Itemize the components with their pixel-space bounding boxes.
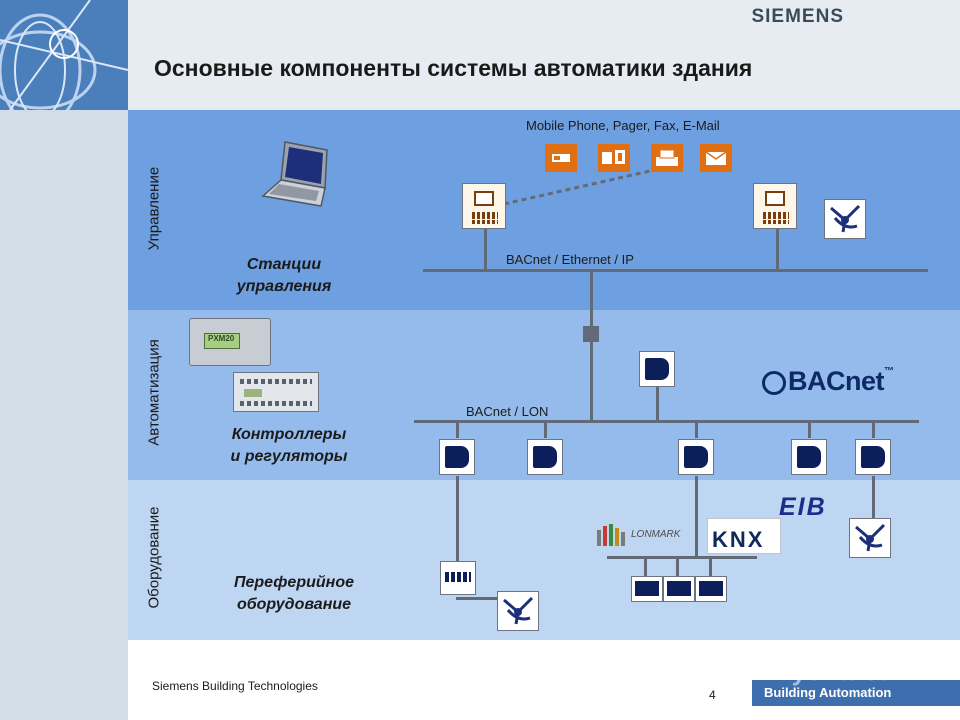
controller-icon bbox=[527, 439, 563, 475]
room-controller-device: PXM20 bbox=[189, 318, 271, 366]
field-device-icon bbox=[631, 576, 663, 602]
level-label-management: Управление bbox=[145, 166, 163, 251]
band-field bbox=[128, 480, 960, 640]
footer-bar bbox=[752, 680, 960, 706]
bus-field bbox=[607, 556, 757, 559]
workstation-icon bbox=[753, 183, 797, 229]
bus-label-bacnet-lon: BACnet / LON bbox=[466, 404, 549, 419]
controller-icon bbox=[791, 439, 827, 475]
controller-icon bbox=[439, 439, 475, 475]
watermark: MyShared bbox=[770, 656, 895, 686]
band-management bbox=[128, 110, 960, 310]
controller-label: PXM20 bbox=[208, 334, 235, 343]
lonmark-logo: LONMARK bbox=[595, 520, 687, 550]
knx-logo: KNX bbox=[707, 518, 781, 554]
valve-icon bbox=[849, 518, 891, 558]
page-number: 4 bbox=[709, 688, 716, 702]
bus-label-bacnet-ip: BACnet / Ethernet / IP bbox=[506, 252, 634, 267]
notification-label: Mobile Phone, Pager, Fax, E-Mail bbox=[526, 118, 720, 133]
left-sidebar bbox=[0, 0, 128, 720]
level-label-field: Оборудование bbox=[145, 506, 163, 609]
router-icon bbox=[583, 326, 599, 342]
notification-link bbox=[503, 164, 673, 206]
fax-icon bbox=[651, 144, 683, 172]
component-title-peripheral: Переферийное оборудование bbox=[234, 574, 354, 613]
controller-icon bbox=[855, 439, 891, 475]
io-module-device bbox=[233, 372, 319, 412]
component-title-stations: Станции управления bbox=[236, 256, 332, 295]
footer-product-line: Building Automation bbox=[764, 685, 892, 700]
controller-icon bbox=[639, 351, 675, 387]
bus-bacnet-lon bbox=[414, 420, 919, 423]
field-device-icon bbox=[663, 576, 695, 602]
bacnet-logo: BACnet™ bbox=[762, 366, 894, 397]
io-module-icon bbox=[440, 561, 476, 595]
controller-display bbox=[204, 333, 240, 349]
valve-icon bbox=[824, 199, 866, 239]
email-icon bbox=[700, 144, 732, 172]
level-label-automation: Автоматизация bbox=[145, 339, 163, 446]
siemens-brand: SIEMENS bbox=[751, 6, 844, 27]
eib-logo: EIB bbox=[779, 493, 827, 521]
footer-company: Siemens Building Technologies bbox=[152, 679, 318, 693]
controller-icon bbox=[678, 439, 714, 475]
page-title: Основные компоненты системы автоматики з… bbox=[154, 55, 753, 81]
laptop-icon bbox=[261, 140, 333, 212]
workstation-icon bbox=[462, 183, 506, 229]
pager-icon bbox=[598, 144, 630, 172]
valve-icon bbox=[497, 591, 539, 631]
header-background bbox=[128, 0, 960, 110]
corner-graphic bbox=[0, 0, 128, 110]
bus-bacnet-ip bbox=[423, 269, 928, 272]
mobile-phone-icon bbox=[545, 144, 577, 172]
component-title-controllers: Контроллеры и регуляторы bbox=[230, 426, 348, 465]
field-device-icon bbox=[695, 576, 727, 602]
